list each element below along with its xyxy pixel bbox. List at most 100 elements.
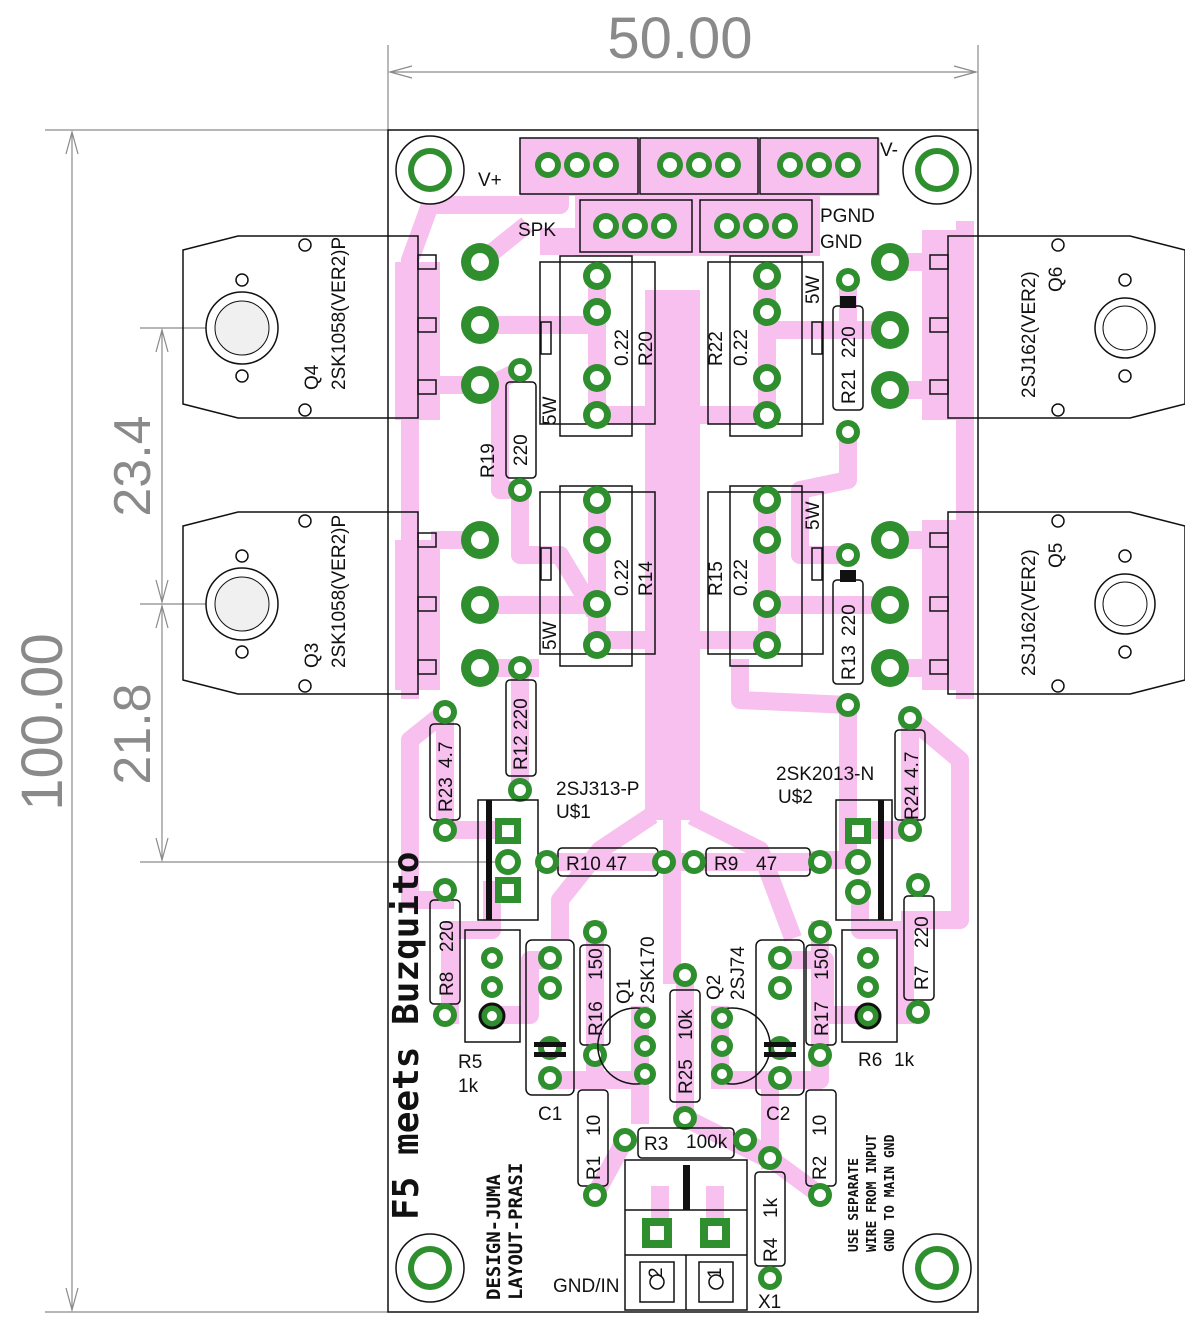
transistor-q5: Q5 2SJ162(VER2) bbox=[929, 511, 1185, 695]
r1-value: 10 bbox=[584, 1115, 605, 1136]
credits-line2: LAYOUT-PRASI bbox=[505, 1163, 527, 1300]
q3-part: 2SK1058(VER2)P bbox=[329, 515, 350, 668]
r15-power: 5W bbox=[803, 501, 824, 530]
r15-ref: R15 bbox=[706, 561, 727, 596]
dimension-spacing-top: 23.4 bbox=[104, 415, 162, 516]
r7-ref: R7 bbox=[912, 966, 933, 990]
note-line1: USE SEPARATE bbox=[847, 1158, 862, 1252]
board-outline bbox=[387, 129, 979, 1313]
resistor-r24: R24 4.7 bbox=[894, 706, 926, 842]
mounting-hole-br bbox=[902, 1233, 972, 1303]
resistor-r15: R15 0.22 5W bbox=[706, 485, 824, 667]
r3-ref: R3 bbox=[644, 1134, 668, 1155]
u2-part: 2SK2013-N bbox=[776, 764, 874, 785]
capacitor-c1: C1 bbox=[525, 939, 575, 1125]
q1-ref: Q1 bbox=[614, 979, 635, 1004]
resistor-r3: R3 100k bbox=[613, 1127, 757, 1159]
r21-ref: R21 bbox=[839, 369, 860, 404]
resistor-r7: R7 220 bbox=[903, 873, 935, 1024]
capacitor-c2: C2 bbox=[755, 939, 805, 1125]
transistor-q2: Q2 2SJ74 bbox=[704, 946, 771, 1085]
r17-ref: R17 bbox=[812, 1001, 833, 1036]
r22-value: 0.22 bbox=[731, 329, 752, 366]
r13-ref: R13 bbox=[839, 645, 860, 680]
board-title: F5 meets Buzquito bbox=[386, 852, 427, 1220]
q4-part: 2SK1058(VER2)P bbox=[329, 237, 350, 390]
r2-ref: R2 bbox=[810, 1156, 831, 1180]
mounting-hole-tl bbox=[395, 135, 465, 205]
label-x1: X1 bbox=[758, 1292, 781, 1313]
r20-ref: R20 bbox=[636, 331, 657, 366]
r25-ref: R25 bbox=[676, 1059, 697, 1094]
r3-value: 100k bbox=[686, 1132, 728, 1153]
header-spk bbox=[579, 199, 693, 253]
r7-value: 220 bbox=[912, 916, 933, 948]
resistor-r23: R23 4.7 bbox=[429, 700, 461, 842]
transistor-u1: 2SJ313-P U$1 bbox=[477, 779, 639, 921]
connector-x1: 2 1 GND/IN X1 bbox=[553, 1159, 781, 1313]
transistor-u2: 2SK2013-N U$2 bbox=[776, 764, 893, 921]
r12-ref: R12 bbox=[511, 735, 532, 770]
r9-value: 47 bbox=[756, 854, 777, 875]
r8-ref: R8 bbox=[437, 972, 458, 996]
r5-ref: R5 bbox=[458, 1052, 482, 1073]
r14-value: 0.22 bbox=[612, 559, 633, 596]
dimension-lines bbox=[45, 45, 979, 1313]
resistor-r19: R19 220 bbox=[478, 358, 537, 502]
resistor-r8: R8 220 bbox=[429, 878, 461, 1027]
q2-ref: Q2 bbox=[704, 975, 725, 1000]
r16-ref: R16 bbox=[586, 1001, 607, 1036]
r22-ref: R22 bbox=[706, 331, 727, 366]
label-spk: SPK bbox=[518, 220, 556, 241]
r6-value: 1k bbox=[894, 1050, 915, 1071]
r5-value: 1k bbox=[458, 1076, 479, 1097]
label-vminus: V- bbox=[880, 140, 898, 161]
label-pgnd: PGND bbox=[820, 206, 875, 227]
r15-value: 0.22 bbox=[731, 559, 752, 596]
q2-part: 2SJ74 bbox=[728, 946, 749, 1000]
label-gnd: GND bbox=[820, 232, 862, 253]
q5-ref: Q5 bbox=[1046, 543, 1067, 568]
r1-ref: R1 bbox=[584, 1156, 605, 1180]
r4-ref: R4 bbox=[761, 1237, 782, 1262]
u2-ref: U$2 bbox=[778, 787, 813, 808]
q6-part: 2SJ162(VER2) bbox=[1019, 271, 1040, 398]
c2-ref: C2 bbox=[766, 1104, 790, 1125]
r10-value: 47 bbox=[606, 854, 627, 875]
transistor-q6: Q6 2SJ162(VER2) bbox=[929, 235, 1185, 419]
q5-part: 2SJ162(VER2) bbox=[1019, 549, 1040, 676]
trimmer-r5: R5 1k bbox=[458, 929, 521, 1097]
x1-pin2: 2 bbox=[646, 1267, 667, 1278]
dimension-spacing-bottom: 21.8 bbox=[104, 683, 162, 784]
r22-power: 5W bbox=[803, 275, 824, 304]
r19-value: 220 bbox=[511, 434, 532, 466]
output-pads bbox=[461, 243, 909, 687]
r23-value: 4.7 bbox=[436, 742, 457, 768]
resistor-r9: R9 47 bbox=[682, 847, 832, 877]
r10-ref: R10 bbox=[566, 854, 601, 875]
header-vminus bbox=[759, 137, 879, 195]
resistor-r21: R21 220 bbox=[832, 268, 864, 444]
trimmer-r6: R6 1k bbox=[841, 929, 915, 1071]
label-vplus: V+ bbox=[478, 170, 502, 191]
c1-ref: C1 bbox=[538, 1104, 562, 1125]
q3-ref: Q3 bbox=[302, 643, 323, 668]
transistor-q3: Q3 2SK1058(VER2)P bbox=[182, 511, 437, 695]
r14-ref: R14 bbox=[636, 561, 657, 596]
r20-power: 5W bbox=[540, 396, 561, 425]
q6-ref: Q6 bbox=[1046, 267, 1067, 292]
resistor-r25: R25 10k bbox=[669, 963, 701, 1130]
r13-value: 220 bbox=[839, 604, 860, 636]
r20-value: 0.22 bbox=[612, 329, 633, 366]
resistor-r17: R17 150 bbox=[805, 920, 837, 1067]
r6-ref: R6 bbox=[858, 1050, 882, 1071]
transistor-q4: Q4 2SK1058(VER2)P bbox=[182, 235, 437, 419]
resistor-r10: R10 47 bbox=[535, 847, 676, 877]
r14-power: 5W bbox=[540, 621, 561, 650]
r24-ref: R24 bbox=[902, 785, 923, 820]
u1-ref: U$1 bbox=[556, 802, 591, 823]
note-line3: GND TO MAIN GND bbox=[883, 1134, 898, 1252]
header-gnd bbox=[699, 199, 813, 253]
dimension-width: 50.00 bbox=[607, 6, 752, 71]
r17-value: 150 bbox=[812, 948, 833, 980]
